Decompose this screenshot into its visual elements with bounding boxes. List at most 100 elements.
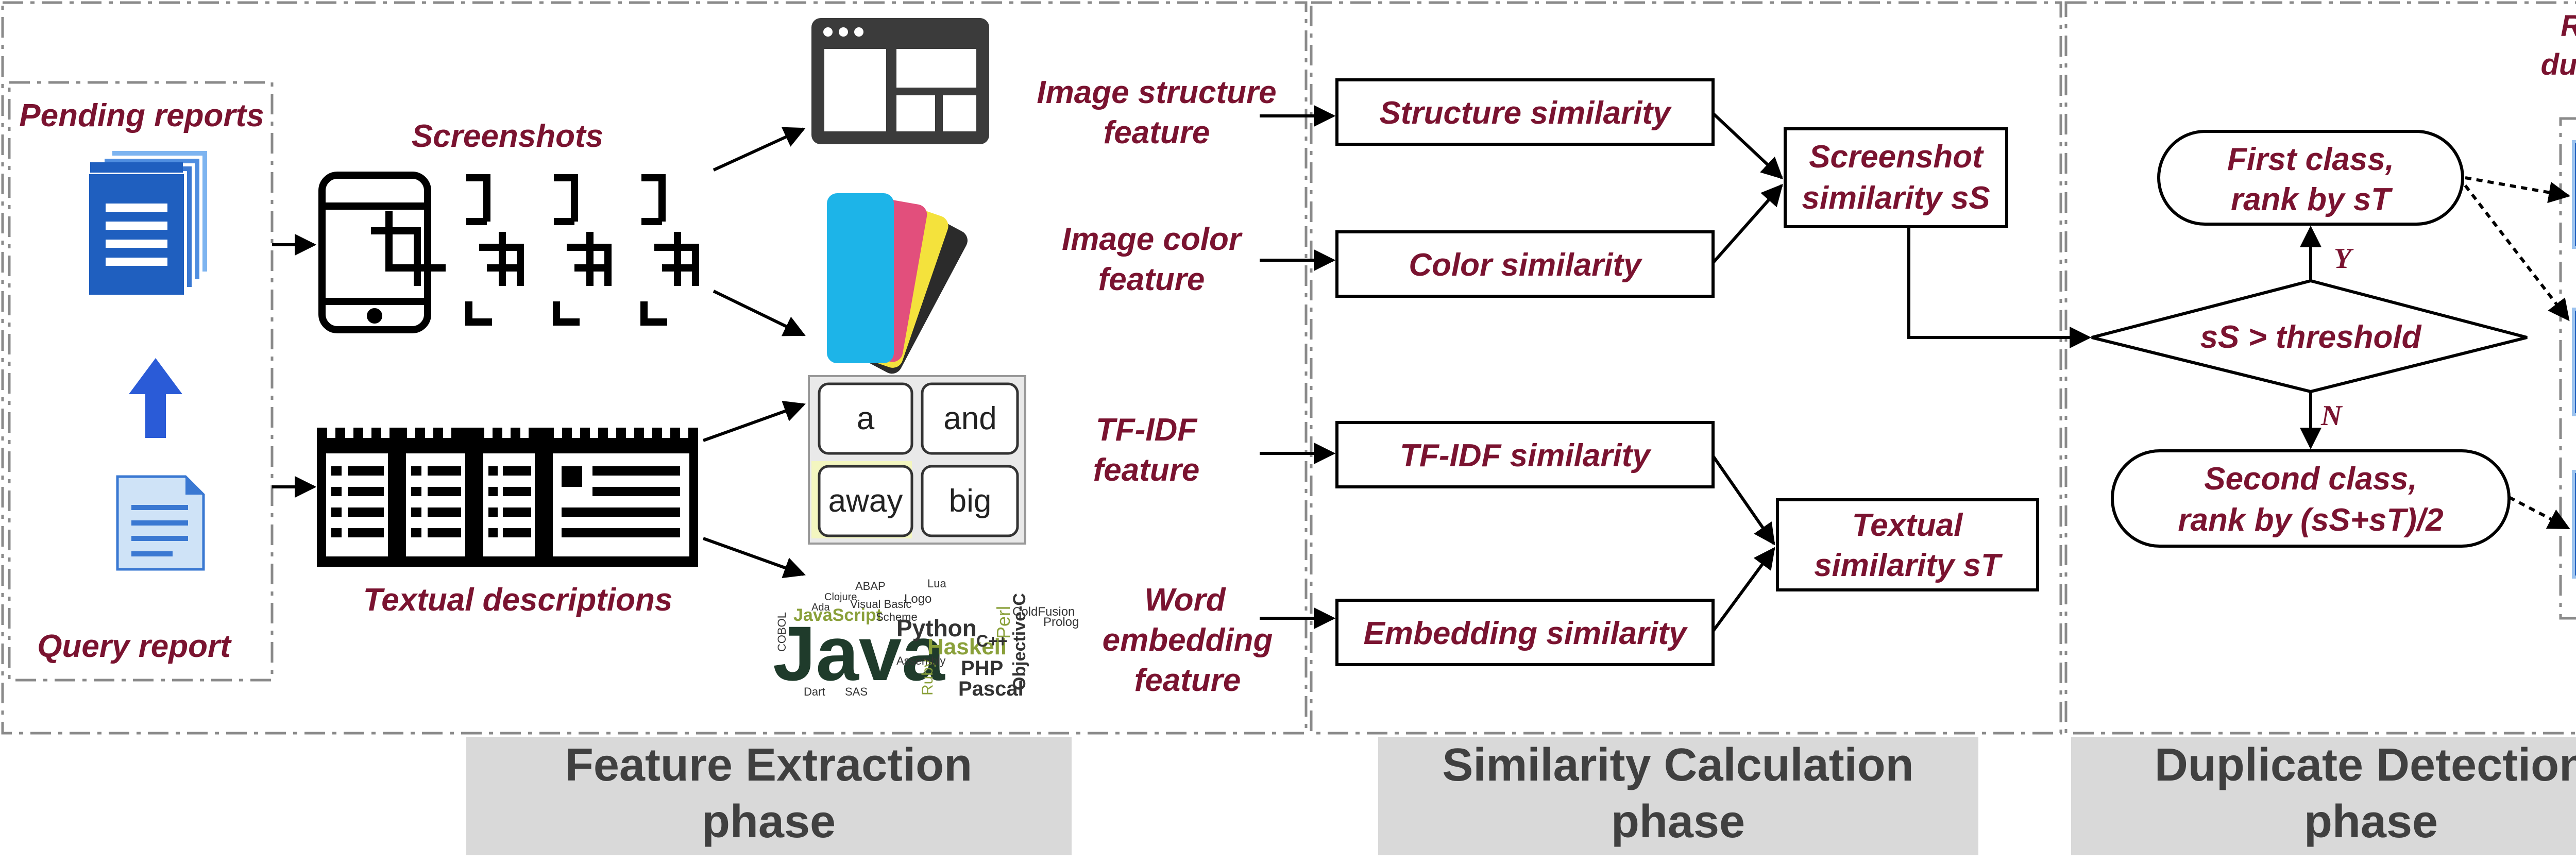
screenshots-label: Screenshots [412,119,603,154]
ranked-document-icon [2572,470,2576,579]
up-arrow-icon [129,358,182,438]
ranked-list-frame [2559,117,2576,620]
word-card-big: big [949,483,992,519]
phone-crop-icon [318,172,446,333]
cloud-word: Pascal [958,678,1024,700]
word-embedding-feature-line3: feature [1134,663,1241,698]
tfidf-similarity-label: TF-IDF similarity [1400,438,1652,473]
dotted-arrow-first-to-list [2465,176,2571,204]
cloud-word: PHP [961,657,1003,680]
arrow-to-color-image [713,290,806,336]
similarity-calculation-banner [1378,737,1978,855]
cloud-word: Perl [993,606,1014,639]
screenshot-similarity-box [1784,127,2008,228]
arrow-screenshot-to-decision [1907,227,2092,348]
arrow-color-to-screenshot [1711,183,1783,264]
first-class-line1: First class, [2227,142,2394,177]
arrow-tfidf-to-textual [1711,455,1775,546]
cloud-word: C++ [976,632,1007,650]
duplicate-detection-phase-line1: Duplicate Detection [2155,739,2576,791]
cloud-word: Visual Basic [850,598,911,611]
threshold-decision-diamond [2091,279,2528,394]
arrow-to-structure-image [713,127,806,172]
textual-similarity-box [1776,498,2039,591]
word-embedding-feature-line2: embedding [1103,622,1273,658]
second-class-line2: rank by (sS+sT)/2 [2178,502,2443,538]
cloud-word: Prolog [1043,615,1079,629]
duplicate-detection-phase-line2: phase [2304,796,2438,848]
ranked-document-icon [2572,140,2576,249]
color-similarity-label: Color similarity [1409,247,1643,283]
cloud-word: Assembly [896,654,945,667]
threshold-decision-label: sS > threshold [2200,319,2422,355]
ranked-list-line2: duplicates [2541,48,2576,81]
image-structure-feature-line1: Image structure [1037,75,1276,110]
yes-label: Y [2334,243,2354,275]
tfidf-similarity-box [1335,421,1715,488]
word-embedding-feature-line1: Word [1144,582,1226,618]
cloud-word: SAS [845,685,868,698]
first-class-line2: rank by sT [2231,182,2393,217]
dotted-arrow-first-to-list-2 [2464,184,2570,321]
similarity-calculation-frame [1310,1,2062,735]
query-report-label: Query report [37,629,232,664]
arrow-to-cloud-image [702,537,806,578]
image-structure-feature-line2: feature [1104,115,1210,150]
word-card-away: away [828,483,903,519]
textual-similarity-line1: Textual [1852,507,1964,543]
image-color-feature-line1: Image color [1062,222,1243,257]
tfidf-feature-line2: feature [1093,452,1200,488]
cloud-word: Lua [927,577,946,590]
text-documents-icon [317,417,698,567]
ranked-document-icon [2572,308,2576,416]
image-color-feature-line2: feature [1098,262,1205,297]
screenshot-similarity-line1: Screenshot [1809,139,1984,175]
crop-icons-row [465,174,699,326]
cloud-word: Ada [811,602,830,613]
first-class-box [2157,130,2464,226]
query-document-icon [116,475,205,571]
screenshot-similarity-line2: similarity sS [1802,180,1990,216]
similarity-calculation-phase-line2: phase [1611,796,1745,848]
cloud-word: ColdFusion [1012,605,1075,619]
color-swatch-icon [827,193,968,374]
cloud-word: Haskell [927,634,1007,659]
embedding-similarity-box [1335,599,1715,666]
reports-frame [8,81,274,682]
similarity-calculation-phase-line1: Similarity Calculation [1442,739,1913,791]
pending-reports-label: Pending reports [19,98,264,133]
cloud-word: Java [773,610,945,697]
textual-similarity-line2: similarity sT [1814,548,2003,583]
no-label: N [2320,400,2343,432]
embedding-similarity-label: Embedding similarity [1363,616,1688,651]
tfidf-feature-line1: TF-IDF [1096,412,1198,448]
cloud-word: Dart [804,685,825,698]
arrow-embedding-to-textual [1711,547,1775,632]
word-cards-image: a and away big [808,375,1026,545]
cloud-word: Scheme [876,611,918,623]
cloud-word: Logo [904,592,931,606]
color-similarity-box [1335,230,1715,298]
structure-similarity-label: Structure similarity [1379,95,1672,131]
cloud-word: ABAP [855,580,886,593]
cloud-word: Python [896,615,977,641]
cloud-word: JavaScript [793,605,882,625]
ranked-list-line1: Ranked [2561,9,2576,43]
feature-extraction-phase-line1: Feature Extraction [565,739,972,791]
second-class-line1: Second class, [2204,461,2417,497]
pending-documents-icon [86,148,210,298]
duplicate-detection-banner [2071,737,2576,855]
cloud-word: Clojure [824,591,857,603]
word-card-a: a [857,401,875,436]
arrow-structure-to-screenshot [1711,112,1784,179]
word-cloud-image: Java JavaScript Python Haskell PHP Pasca… [773,577,1079,700]
feature-extraction-banner [466,737,1072,855]
cloud-word: COBOL [775,612,788,652]
cloud-word: Ruby [919,659,936,696]
cloud-word: Objective-C [1010,593,1029,690]
textual-descriptions-label: Textual descriptions [363,582,673,618]
structure-similarity-box [1335,78,1715,146]
word-card-and: and [943,401,996,436]
duplicate-detection-frame [2064,1,2576,735]
